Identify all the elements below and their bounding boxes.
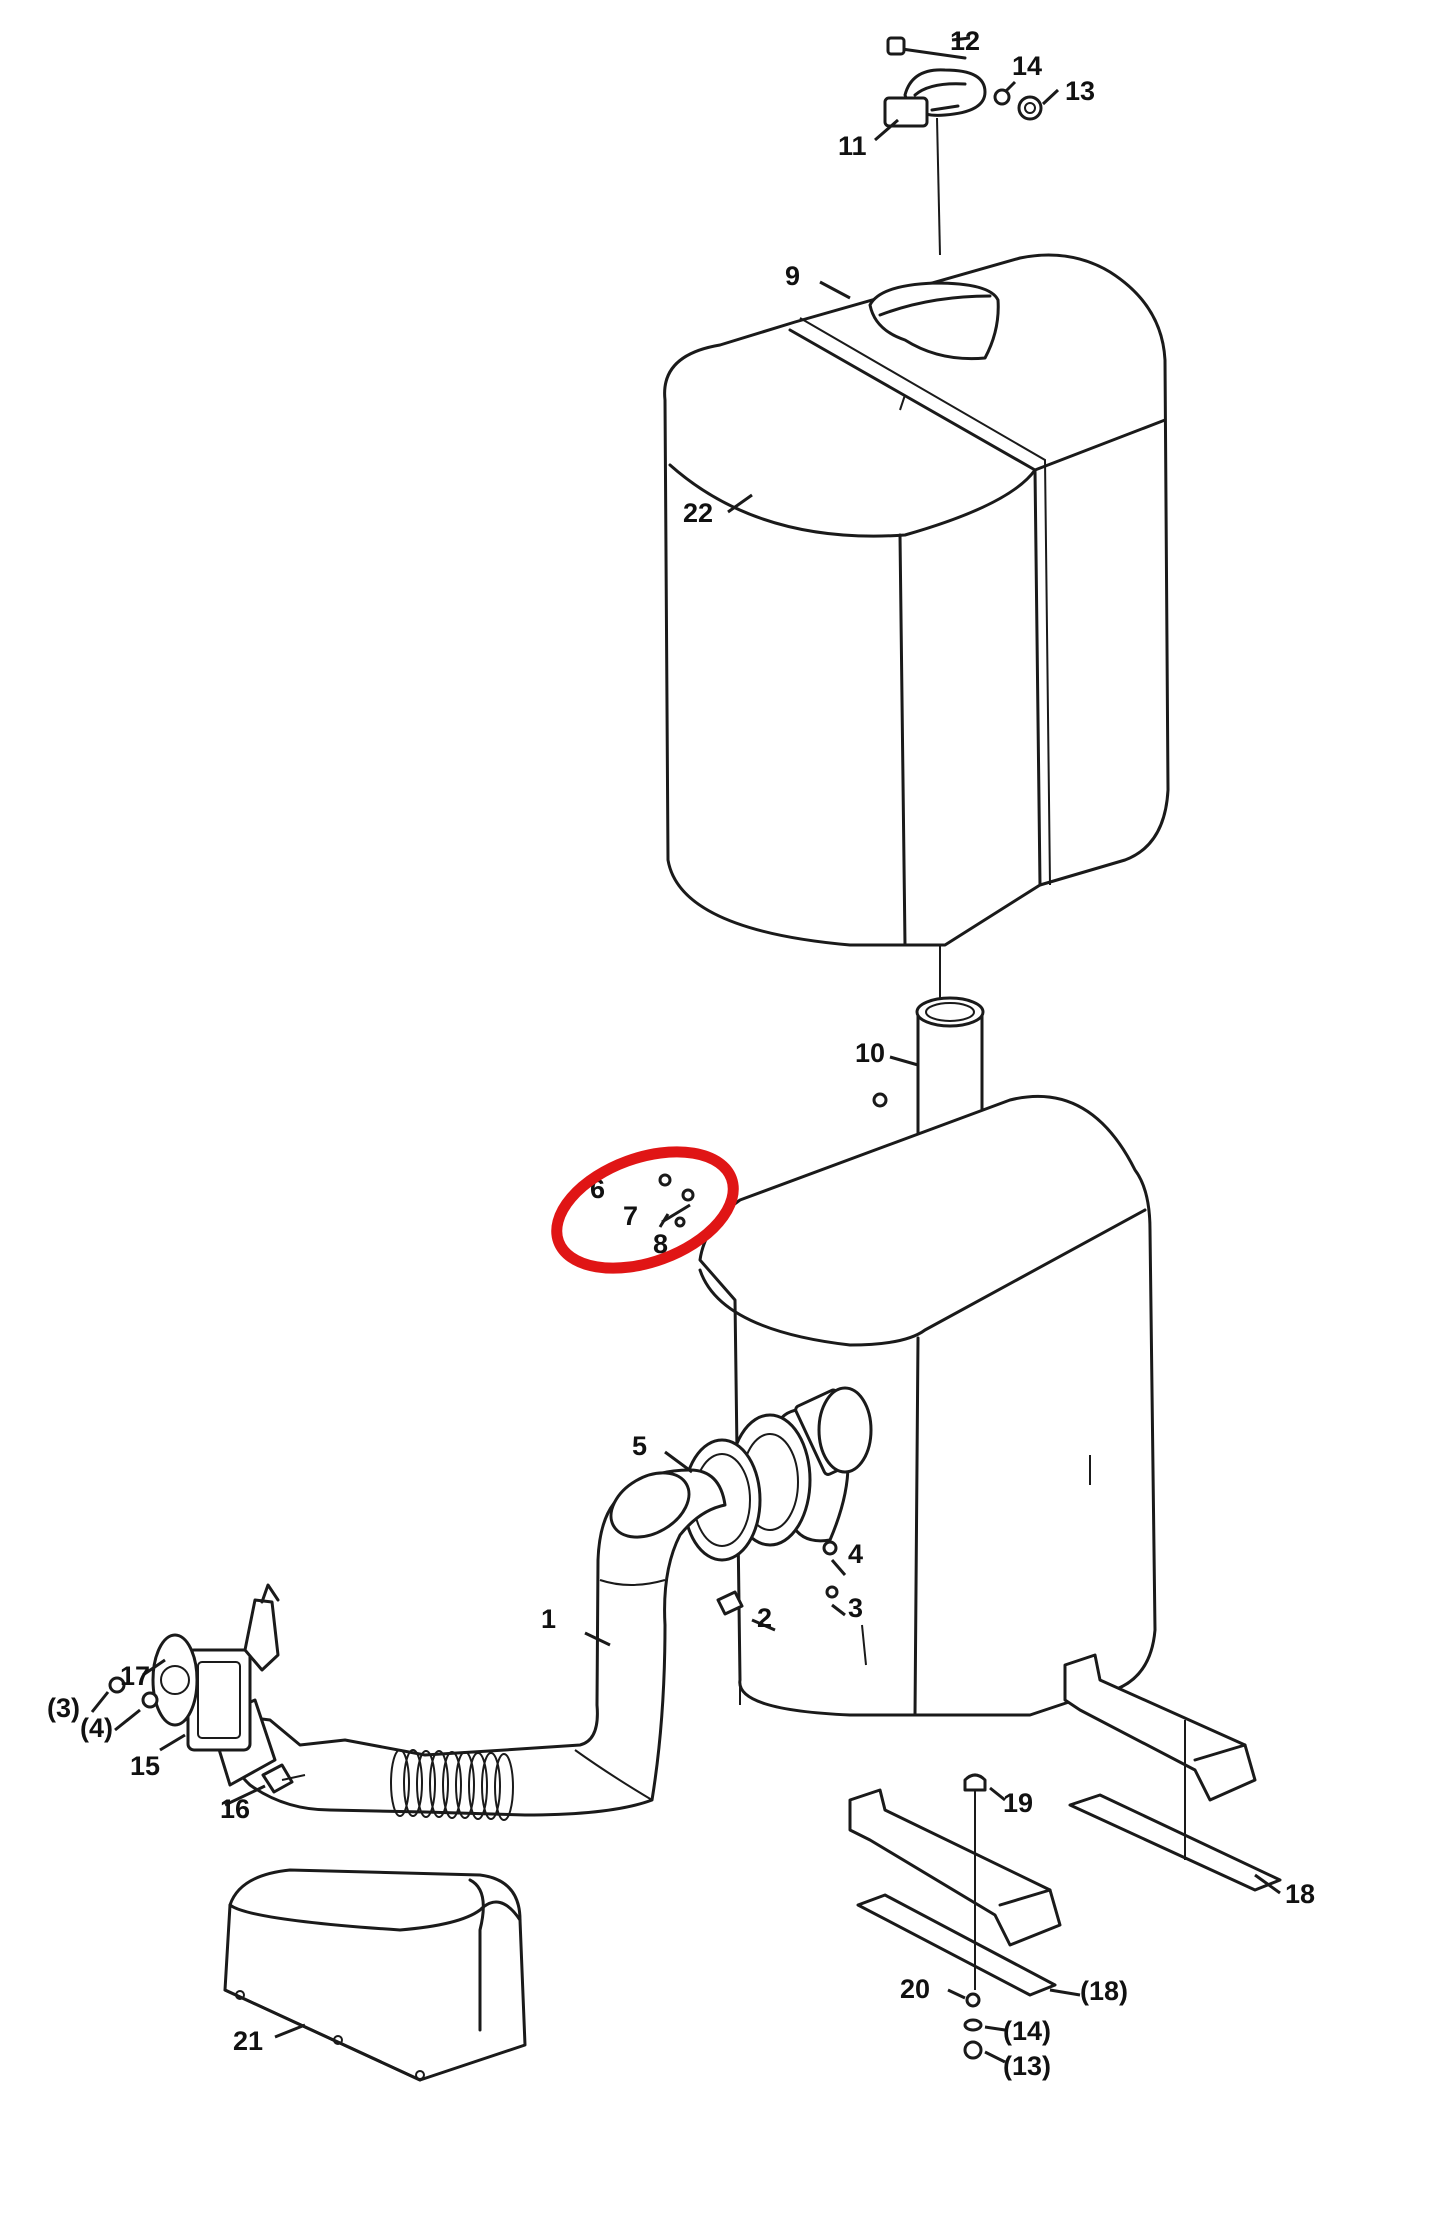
highlight-ring — [551, 1146, 739, 1274]
callout-15: 15 — [130, 1751, 160, 1781]
callout-18-ref: (18) — [1080, 1976, 1128, 2006]
callout-1: 1 — [541, 1604, 556, 1634]
callout-5: 5 — [632, 1431, 647, 1461]
callout-19: 19 — [1003, 1788, 1033, 1818]
callout-20: 20 — [900, 1974, 930, 2004]
callout-7: 7 — [623, 1201, 638, 1231]
upper-cover — [663, 253, 1170, 1005]
exhaust-pipe — [225, 1468, 727, 1821]
callout-4-ref: (4) — [80, 1713, 113, 1743]
callout-2: 2 — [757, 1603, 772, 1633]
callout-22: 22 — [683, 498, 713, 528]
mounting-brackets — [848, 1653, 1282, 2060]
callout-11: 11 — [838, 131, 867, 161]
heat-shield — [223, 1868, 527, 2082]
flex-bellows — [390, 1749, 514, 1821]
callout-13: 13 — [1065, 76, 1095, 106]
callout-17: 17 — [120, 1661, 150, 1691]
callout-4: 4 — [848, 1539, 863, 1569]
leader-lines — [90, 36, 1281, 2064]
callout-14-ref: (14) — [1003, 2016, 1051, 2046]
left-flange-assembly — [108, 1583, 306, 1794]
callouts: 1 2 3 (3) 4 (4) 5 6 7 8 9 10 11 12 13 (1… — [47, 26, 1315, 2081]
callout-8: 8 — [653, 1229, 668, 1259]
callout-16: 16 — [220, 1794, 250, 1824]
callout-3-ref: (3) — [47, 1693, 80, 1723]
callout-12: 12 — [950, 26, 980, 56]
callout-14: 14 — [1012, 51, 1042, 81]
inlet-flange-set — [682, 1386, 873, 1616]
muffler-body — [698, 1094, 1157, 1717]
callout-10: 10 — [855, 1038, 885, 1068]
callout-18: 18 — [1285, 1879, 1315, 1909]
callout-21: 21 — [233, 2026, 263, 2056]
callout-3: 3 — [848, 1593, 863, 1623]
callout-9: 9 — [785, 261, 800, 291]
callout-13-ref: (13) — [1003, 2051, 1051, 2081]
hardware-6-7-8 — [658, 1173, 695, 1228]
clamp-assembly — [883, 36, 1043, 256]
